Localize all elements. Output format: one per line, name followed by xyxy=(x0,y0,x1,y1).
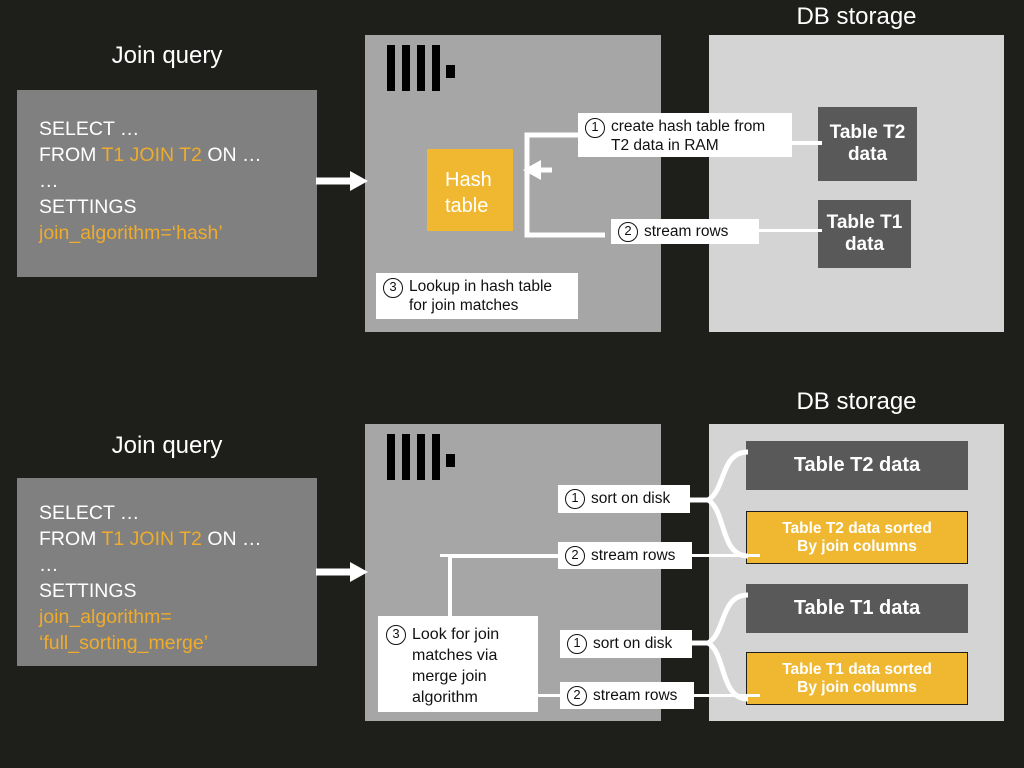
callout-label: create hash table from T2 data in RAM xyxy=(611,118,766,154)
step-number-badge: 1 xyxy=(567,634,587,654)
query-line: ‘full_sorting_merge’ xyxy=(39,632,209,654)
callout-label: stream rows xyxy=(593,686,678,704)
step-number-badge: 3 xyxy=(383,278,403,298)
join-query-heading-bottom: Join query xyxy=(111,432,223,459)
clickhouse-logo-icon xyxy=(387,45,457,91)
join-query-box-top: SELECT … FROM T1 JOIN T2 ON … … SETTINGS… xyxy=(17,90,317,277)
step-number-badge: 3 xyxy=(386,625,406,645)
t1-to-step2-line xyxy=(752,229,822,232)
callout-sort-on-disk-t2: 1 sort on disk xyxy=(558,485,690,513)
callout-label: Look for join matches via merge join alg… xyxy=(412,626,500,706)
query-line: … xyxy=(39,170,60,192)
table-t1-sorted-block: Table T1 data sorted By join columns xyxy=(746,652,968,705)
step2-t1-to-callout3-line xyxy=(538,694,568,697)
callout-create-hash-table: 1 create hash table from T2 data in RAM xyxy=(578,113,792,157)
callout-label: sort on disk xyxy=(591,490,671,507)
join-query-heading-top: Join query xyxy=(111,42,223,69)
step-number-badge: 2 xyxy=(565,545,585,566)
db-storage-panel-top xyxy=(709,35,1004,332)
step1-t1-bracket-line xyxy=(686,641,698,645)
query-line: FROM T1 JOIN T2 ON … xyxy=(39,528,262,550)
callout-sort-on-disk-t1: 1 sort on disk xyxy=(560,630,692,658)
query-line: SETTINGS xyxy=(39,196,137,218)
query-line: SELECT … xyxy=(39,118,140,140)
callout-merge-join: 3 Look for join matches via merge join a… xyxy=(378,616,538,712)
query-line: join_algorithm=‘hash’ xyxy=(39,222,223,244)
query-to-server-arrow-top xyxy=(316,171,368,191)
step-number-badge: 2 xyxy=(618,221,638,242)
query-to-server-arrow-bottom xyxy=(316,562,368,582)
callout-label: stream rows xyxy=(644,222,729,240)
join-query-box-bottom: SELECT … FROM T1 JOIN T2 ON … … SETTINGS… xyxy=(17,478,317,666)
callout-stream-rows-t1: 2 stream rows xyxy=(560,682,694,709)
table-t2-data-block-bottom: Table T2 data xyxy=(746,441,968,490)
t2-to-step1-line xyxy=(786,141,822,145)
callout-label: sort on disk xyxy=(593,635,673,652)
step-number-badge: 1 xyxy=(565,489,585,509)
step-number-badge: 1 xyxy=(585,118,605,138)
step-number-badge: 2 xyxy=(567,685,587,706)
db-storage-heading-bottom: DB storage xyxy=(796,388,917,415)
query-line: SELECT … xyxy=(39,502,140,524)
callout-stream-rows-top: 2 stream rows xyxy=(611,219,759,244)
query-line: … xyxy=(39,554,60,576)
step1-t2-bracket-line xyxy=(686,498,698,502)
callout-lookup-hash-table: 3 Lookup in hash table for join matches xyxy=(376,273,578,319)
query-line: SETTINGS xyxy=(39,580,137,602)
t1-sort-bracket-connector xyxy=(686,592,749,702)
callout-label: stream rows xyxy=(591,546,676,564)
table-t1-data-block-top: Table T1 data xyxy=(818,200,911,268)
hash-build-connector xyxy=(523,132,605,238)
query-line: FROM T1 JOIN T2 ON … xyxy=(39,144,262,166)
t2-sort-bracket-connector xyxy=(686,449,749,559)
db-storage-heading-top: DB storage xyxy=(796,3,917,30)
query-line: join_algorithm= xyxy=(39,606,172,628)
table-t2-data-block-top: Table T2 data xyxy=(818,107,917,181)
table-t2-sorted-block: Table T2 data sorted By join columns xyxy=(746,511,968,564)
clickhouse-logo-icon xyxy=(387,434,457,480)
table-t1-data-block-bottom: Table T1 data xyxy=(746,584,968,633)
hash-table-block: Hash table xyxy=(427,149,513,231)
callout-stream-rows-t2: 2 stream rows xyxy=(558,542,692,569)
callout-label: Lookup in hash table for join matches xyxy=(409,278,553,314)
